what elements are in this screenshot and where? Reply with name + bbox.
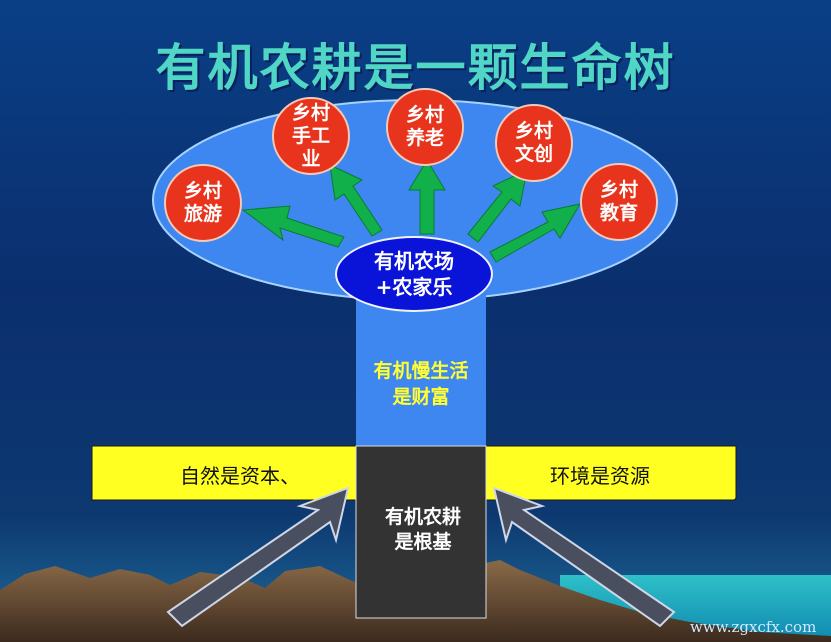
node-handicraft-label: 乡村 手工 业 bbox=[291, 101, 330, 170]
tree-trunk bbox=[356, 290, 486, 448]
watermark-text: www.zgxcfx.com bbox=[690, 618, 817, 636]
band-right-text: 环境是资源 bbox=[550, 464, 650, 488]
root-block bbox=[355, 445, 487, 619]
slide-title: 有机农耕是一颗生命树 bbox=[155, 39, 676, 97]
node-tourism-label: 乡村 旅游 bbox=[183, 180, 222, 225]
arrow-to-education bbox=[489, 203, 582, 263]
node-education-label: 乡村 教育 bbox=[599, 179, 638, 224]
root-label: 有机农耕 是根基 bbox=[384, 506, 461, 553]
arrow-to-elderly bbox=[408, 159, 446, 235]
band-left-text: 自然是资本、 bbox=[180, 464, 300, 488]
node-creative-label: 乡村 文创 bbox=[514, 120, 553, 165]
node-elderly-label: 乡村 养老 bbox=[405, 104, 444, 149]
node-creative: 乡村 文创 bbox=[495, 104, 573, 182]
arrow-to-handicraft bbox=[329, 164, 383, 237]
arrow-to-tourism bbox=[241, 205, 345, 248]
node-education: 乡村 教育 bbox=[580, 163, 658, 241]
node-elderly: 乡村 养老 bbox=[386, 88, 464, 166]
node-handicraft: 乡村 手工 业 bbox=[272, 97, 350, 175]
left-root-arrow bbox=[166, 486, 350, 628]
trunk-label: 有机慢生活 是财富 bbox=[373, 360, 469, 408]
center-node-label: 有机农场 +农家乐 bbox=[374, 249, 454, 299]
center-node-farm: 有机农场 +农家乐 bbox=[335, 236, 493, 312]
node-tourism: 乡村 旅游 bbox=[164, 164, 242, 242]
arrow-to-creative bbox=[467, 169, 528, 243]
right-root-arrow bbox=[492, 486, 676, 628]
